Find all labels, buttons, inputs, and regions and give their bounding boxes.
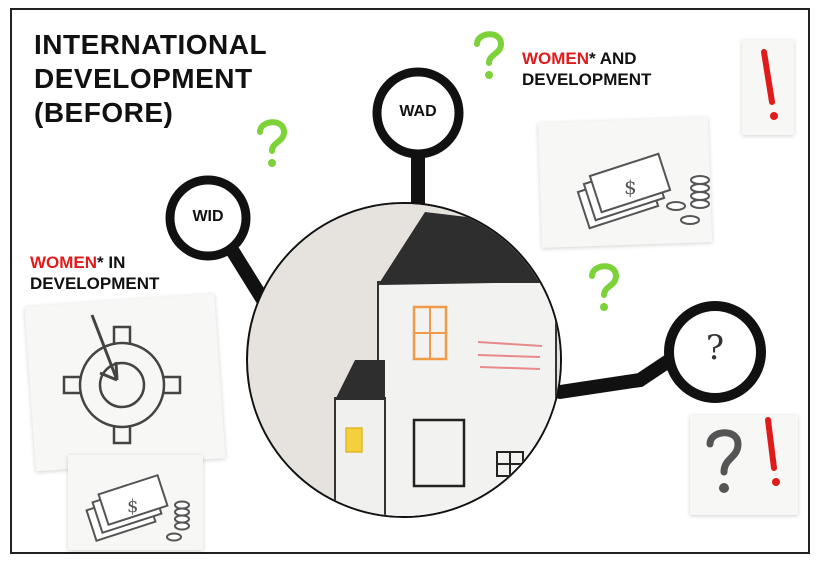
title-line-2: DEVELOPMENT: [34, 63, 253, 94]
wad-bubble-ring: [372, 67, 464, 159]
money-stack-icon-2: $: [85, 473, 169, 543]
exclamation-mark-red-icon-2: [765, 417, 780, 486]
wad-label-line-1: WOMEN* AND: [522, 48, 651, 69]
wad-label-rest: * AND: [589, 49, 637, 68]
question-mark-green-icon-3: [589, 263, 620, 311]
unknown-bubble-glyph: ?: [705, 328, 725, 368]
wid-bubble-label: WID: [192, 208, 224, 225]
unknown-connector: [553, 353, 677, 399]
frame-border: [10, 8, 810, 554]
exclamation-mark-red-icon: [761, 49, 778, 120]
wid-label-rest: * IN: [97, 253, 126, 272]
page-title: INTERNATIONAL DEVELOPMENT (BEFORE): [34, 28, 267, 130]
gear-arrow-icon: [62, 314, 182, 445]
coin-stack-icon-2: [166, 500, 190, 542]
question-card-bottom-right: [690, 415, 798, 515]
unknown-bubble-ring: [664, 301, 766, 403]
svg-text:$: $: [624, 175, 637, 199]
title-line-1: INTERNATIONAL: [34, 29, 268, 60]
svg-text:$: $: [127, 496, 138, 517]
question-mark-green-icon: [474, 31, 505, 79]
house-drawing: [246, 202, 562, 518]
wid-accent-word: WOMEN: [30, 253, 98, 272]
coin-stack-icon: [666, 175, 710, 225]
wid-label-line-1: WOMEN* IN: [30, 252, 159, 273]
wid-label-line-2: DEVELOPMENT: [30, 274, 160, 293]
wid-label: WOMEN* IN DEVELOPMENT: [30, 252, 159, 294]
wad-label: WOMEN* AND DEVELOPMENT: [522, 48, 651, 90]
money-stack-icon: $: [576, 152, 672, 230]
wid-bubble-ring: [165, 175, 251, 261]
wad-label-line-2: DEVELOPMENT: [522, 70, 652, 89]
wad-accent-word: WOMEN: [522, 49, 590, 68]
question-mark-grey-icon: [706, 429, 742, 493]
question-mark-green-icon-2: [257, 119, 288, 167]
wad-bubble-label: WAD: [399, 103, 437, 120]
title-line-3: (BEFORE): [34, 97, 174, 128]
